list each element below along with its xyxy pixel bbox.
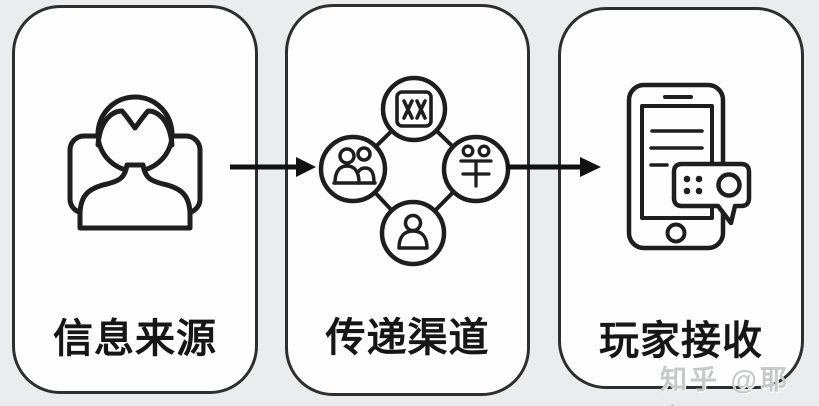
media-glyph-icon [459,144,493,188]
person-icon [397,213,429,250]
arrow-right-icon [506,157,601,177]
node-bottom [379,199,447,267]
channel-network-icon [318,75,511,267]
bubble-dots [683,175,703,195]
web-net-icon [395,90,433,128]
group-people-icon [332,146,377,185]
step-card-channels: 传递渠道 [285,4,530,396]
presenter-person-icon [67,94,203,231]
step-label-info-source: 信息来源 [53,317,217,361]
step-card-info-source: 信息来源 [12,5,258,394]
watermark-text: 知乎 @耶卡 [660,365,790,406]
node-top [380,75,448,143]
step-label-player-receive: 玩家接收 [599,319,763,363]
home-button [665,222,687,244]
arrow-right-icon [230,157,316,177]
hair [95,108,175,148]
step-card-player-receive: 玩家接收 [558,7,804,389]
torso [77,162,193,231]
step-label-channels: 传递渠道 [325,316,490,360]
screen-text-lines [649,129,704,167]
bubble-circle [716,172,742,198]
head [95,94,175,174]
phone-chat-icon [626,82,752,251]
